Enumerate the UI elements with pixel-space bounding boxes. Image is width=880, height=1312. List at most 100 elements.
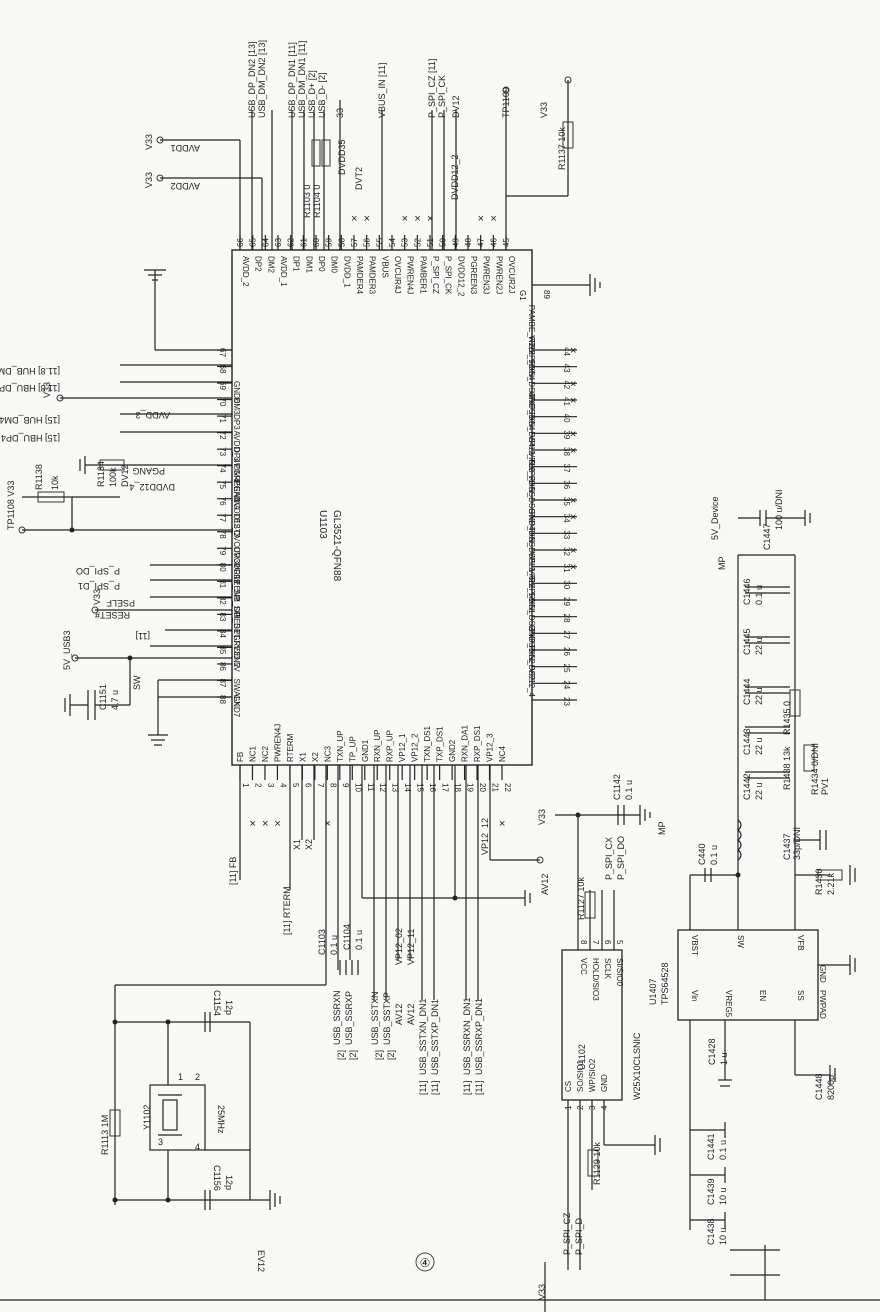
ic-pin-name: VP12_6	[527, 435, 536, 464]
ic-pin-number: 71	[218, 414, 227, 423]
ic-pin-name: GND1	[361, 739, 370, 762]
left-net-label: [11]	[136, 631, 150, 641]
ic-pin-name: AVDD_1	[279, 256, 288, 287]
ic-pin-name: PAMBE_R2	[527, 305, 536, 348]
ic-pin-number: 81	[218, 579, 227, 588]
bottom-net-label: C1103	[317, 929, 327, 955]
ic-pin-name: TXN_DS4	[527, 411, 536, 448]
top-part-label: R1104 0	[312, 185, 322, 218]
no-connect-mark: ×	[499, 818, 505, 830]
ic-pin-number: 69	[218, 381, 227, 390]
top-net-label: USB_D- [2]	[317, 72, 327, 118]
top-wiring	[144, 76, 601, 351]
ic-pin-name: PGREEN4	[232, 464, 241, 503]
ic-pin-name: PGREEN2	[232, 629, 241, 668]
ic-pin-name: GND6	[232, 381, 241, 404]
no-connect-mark: ×	[570, 345, 576, 357]
top-part-label: DVDD12_2	[450, 154, 460, 200]
ic-pin-name: TXP_DSS	[527, 511, 536, 547]
regulator-part-label: 5V_Device	[710, 496, 720, 540]
ic-pin-name: TXN_UP	[336, 730, 345, 762]
ic-pin-number: 23	[562, 697, 571, 706]
no-connect-mark: ×	[490, 213, 496, 225]
ic-pin-name: VP12_4	[527, 669, 536, 698]
page-marker: ④	[420, 1256, 431, 1270]
ic-pin-number: 40	[562, 414, 571, 423]
left-net-label: TP1108 V33	[6, 481, 16, 530]
ic-pin-number: 85	[218, 645, 227, 654]
regulator-part-label: C1443	[742, 728, 752, 755]
ic-pin-name: PGANG	[232, 480, 241, 509]
ic-pin-number: 2	[253, 783, 262, 788]
flash-pin-name: VCC	[579, 958, 588, 975]
ic-pin-name: VBUS	[380, 256, 389, 278]
ic-pin-name: OVCUR2J	[507, 256, 516, 293]
ic-pin-name: DM2	[266, 256, 275, 273]
ic-pin-number: 14	[403, 783, 412, 792]
left-net-label: RESET#	[95, 610, 130, 620]
regulator-part-label: C1448	[814, 1073, 824, 1100]
ic-pin-name: DVDD12_2	[456, 256, 465, 297]
ic-pin-name: OVCUR3J	[232, 530, 241, 567]
bottom-net-label: [2]	[336, 1050, 346, 1060]
regulator-pin-name: VFB	[796, 935, 805, 951]
flash-pin-name: SCLK	[603, 958, 612, 980]
bottom-net-label: [11]	[418, 1081, 428, 1095]
ic-pin-name: PGREEN3	[469, 256, 478, 295]
ic-pin-name: DM0	[330, 256, 339, 273]
bottom-net-label: USB_SSRXP	[344, 991, 354, 1045]
top-net-label: USB_DM_DN1 [11]	[297, 41, 307, 118]
flash-r2: R1129 10k	[592, 1142, 602, 1185]
ic-pin-number: 9	[341, 783, 350, 788]
top-part-label: V33	[144, 134, 154, 150]
ic-pin-number: 29	[562, 597, 571, 606]
ic-pin-name: TXN_DS2	[527, 644, 536, 681]
left-net-label: V33	[42, 382, 52, 398]
bottom-net-label: USB_SSTXP_DN1	[430, 999, 440, 1075]
flash-pin-number: 4	[600, 1105, 609, 1110]
ic-pin-name: PAMDER3	[368, 256, 377, 295]
top-net-label: P_SPI_CK	[437, 75, 447, 118]
top-part-label: V33	[144, 172, 154, 188]
bottom-net-label: [2]	[374, 1050, 384, 1060]
ic-pin-number: 65	[249, 238, 258, 247]
bottom-net-label: AV12	[394, 1004, 404, 1025]
ic-pin-name: GND2	[448, 739, 457, 762]
flash-net-label: P_SPI_D	[574, 1217, 584, 1255]
crystal-net: EV12	[256, 1250, 266, 1272]
regulator-pin-name: EN	[758, 990, 767, 1001]
flash-r1: R1127 10k	[576, 877, 586, 920]
ic-pin-name: PAMBER1	[418, 256, 427, 294]
ic-pin-name: AVDD_3	[232, 431, 241, 462]
flash-pin-name: CS	[564, 1081, 573, 1092]
flash-pin-name: SO/SIO1	[576, 1059, 585, 1092]
top-net-label: USB_DM_DN2 [13]	[257, 40, 267, 118]
regulator-part-label: R1435 0	[782, 701, 792, 735]
regulator-pin-name: PWPAD	[818, 990, 827, 1019]
ic-pin-number: 34	[562, 514, 571, 523]
no-connect-mark: ×	[570, 428, 576, 440]
crystal-c1: C1154	[212, 990, 222, 1016]
flash-pin-number: 8	[579, 940, 588, 945]
left-net-label: R1134	[96, 461, 106, 487]
left-net-labels: [11.8] HUB_DM3[11.8] HBU_DP3V33AVDD_3[15…	[0, 366, 175, 710]
ic-pin-number: 6	[303, 783, 312, 788]
ic-pin-number: 16	[428, 783, 437, 792]
crystal-ref: Y1102	[142, 1105, 152, 1130]
ic-pin-name: VP12_5	[527, 569, 536, 598]
bottom-net-label: [11]	[462, 1081, 472, 1095]
top-part-label: AVDD1	[171, 143, 200, 153]
ic-pin-number: 28	[562, 614, 571, 623]
ic-pin-name: RXN_DA1	[461, 725, 470, 762]
ic-pin-name: RXP_DSS	[527, 460, 536, 497]
regulator-part-label: PV1	[820, 778, 830, 795]
flash-net-label: P_SPI_CX	[604, 837, 614, 880]
ic-pin-name: FB	[236, 752, 245, 762]
top-net-labels: USB_DP_DN2 [13]USB_DM_DN2 [13]USB_DP_DN1…	[144, 40, 567, 218]
left-net-label: [11.8] HUB_DM3	[0, 366, 60, 376]
no-connect-mark: ×	[570, 512, 576, 524]
no-connect-mark: ×	[364, 213, 370, 225]
ic-pin-name: X1	[298, 752, 307, 762]
regulator-circuit	[677, 510, 856, 1300]
regulator-pin-name: SS	[796, 990, 805, 1001]
